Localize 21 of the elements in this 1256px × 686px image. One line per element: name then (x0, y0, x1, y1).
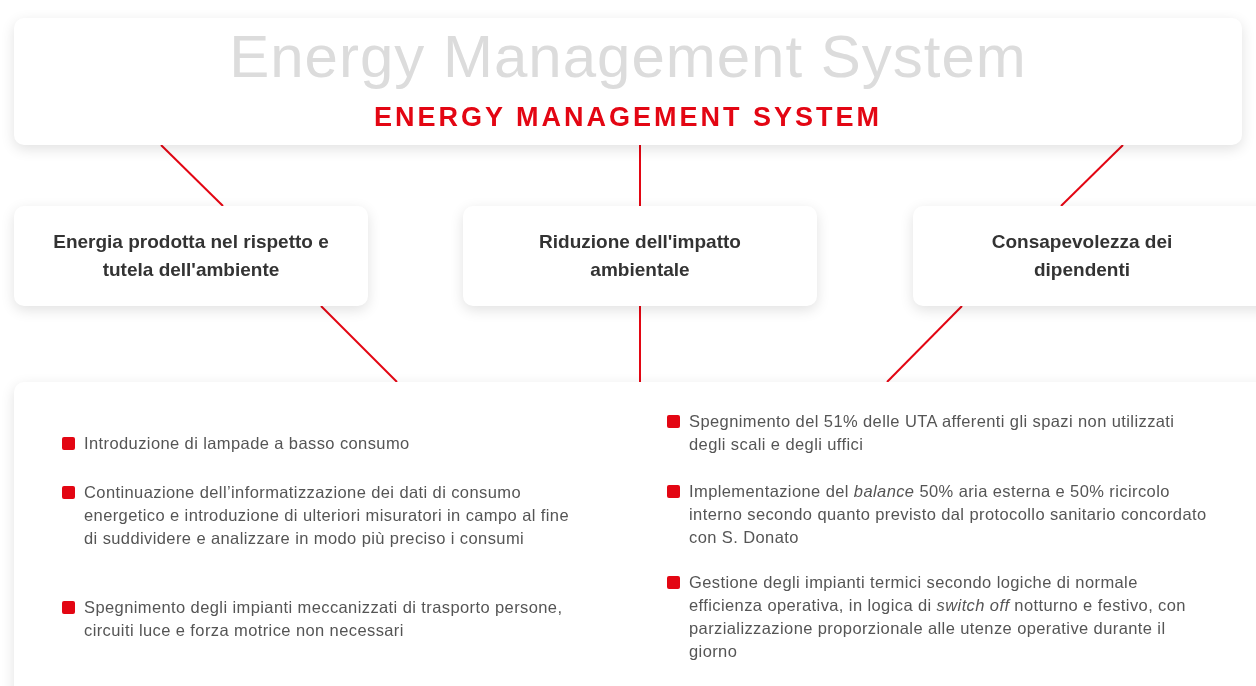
connector-line (1060, 144, 1124, 207)
bullet-text: Introduzione di lampade a basso consumo (84, 433, 410, 454)
topic-card (463, 206, 817, 306)
connector-line (320, 305, 398, 383)
bullet-text: Implementazione del balance 50% aria esterna e 50% ricircolo interno secondo quanto previsto dal protocollo sanitario concordato con S. Donato (689, 481, 1207, 548)
topic-label: Consapevolezza dei dipendenti (990, 230, 1174, 282)
connector-line (886, 305, 963, 383)
topic-label: Riduzione dell'impatto ambientale (538, 230, 742, 282)
bullet-text: Spegnimento degli impianti meccanizzati di trasporto persone, circuiti luce e forza motrice non necessari (84, 597, 564, 641)
connector-line (639, 305, 641, 383)
bullet-text: Gestione degli impianti termici secondo logiche di normale efficienza operativa, in logica di switch off notturno e festivo, con parzializzazione proporzionale alle utenze operative durante il giorno (689, 572, 1187, 662)
connector-line (160, 144, 224, 207)
connector-line (639, 144, 641, 207)
title-card (14, 18, 1242, 145)
topic-card (14, 206, 368, 306)
title: ENERGY MANAGEMENT SYSTEM (373, 102, 883, 132)
bullet-text: Spegnimento del 51% delle UTA afferenti gli spazi non utilizzati degli scali e degli uffici (689, 411, 1176, 455)
list-card (14, 382, 1256, 686)
topic-label: Energia prodotta nel rispetto e tutela dell'ambiente (52, 230, 330, 282)
bullet-text: Continuazione dell’informatizzazione dei dati di consumo energetico e introduzione di ulteriori misuratori in campo al fine di suddividere e analizzare in modo più preciso i consumi (84, 482, 570, 549)
topic-card (913, 206, 1256, 306)
